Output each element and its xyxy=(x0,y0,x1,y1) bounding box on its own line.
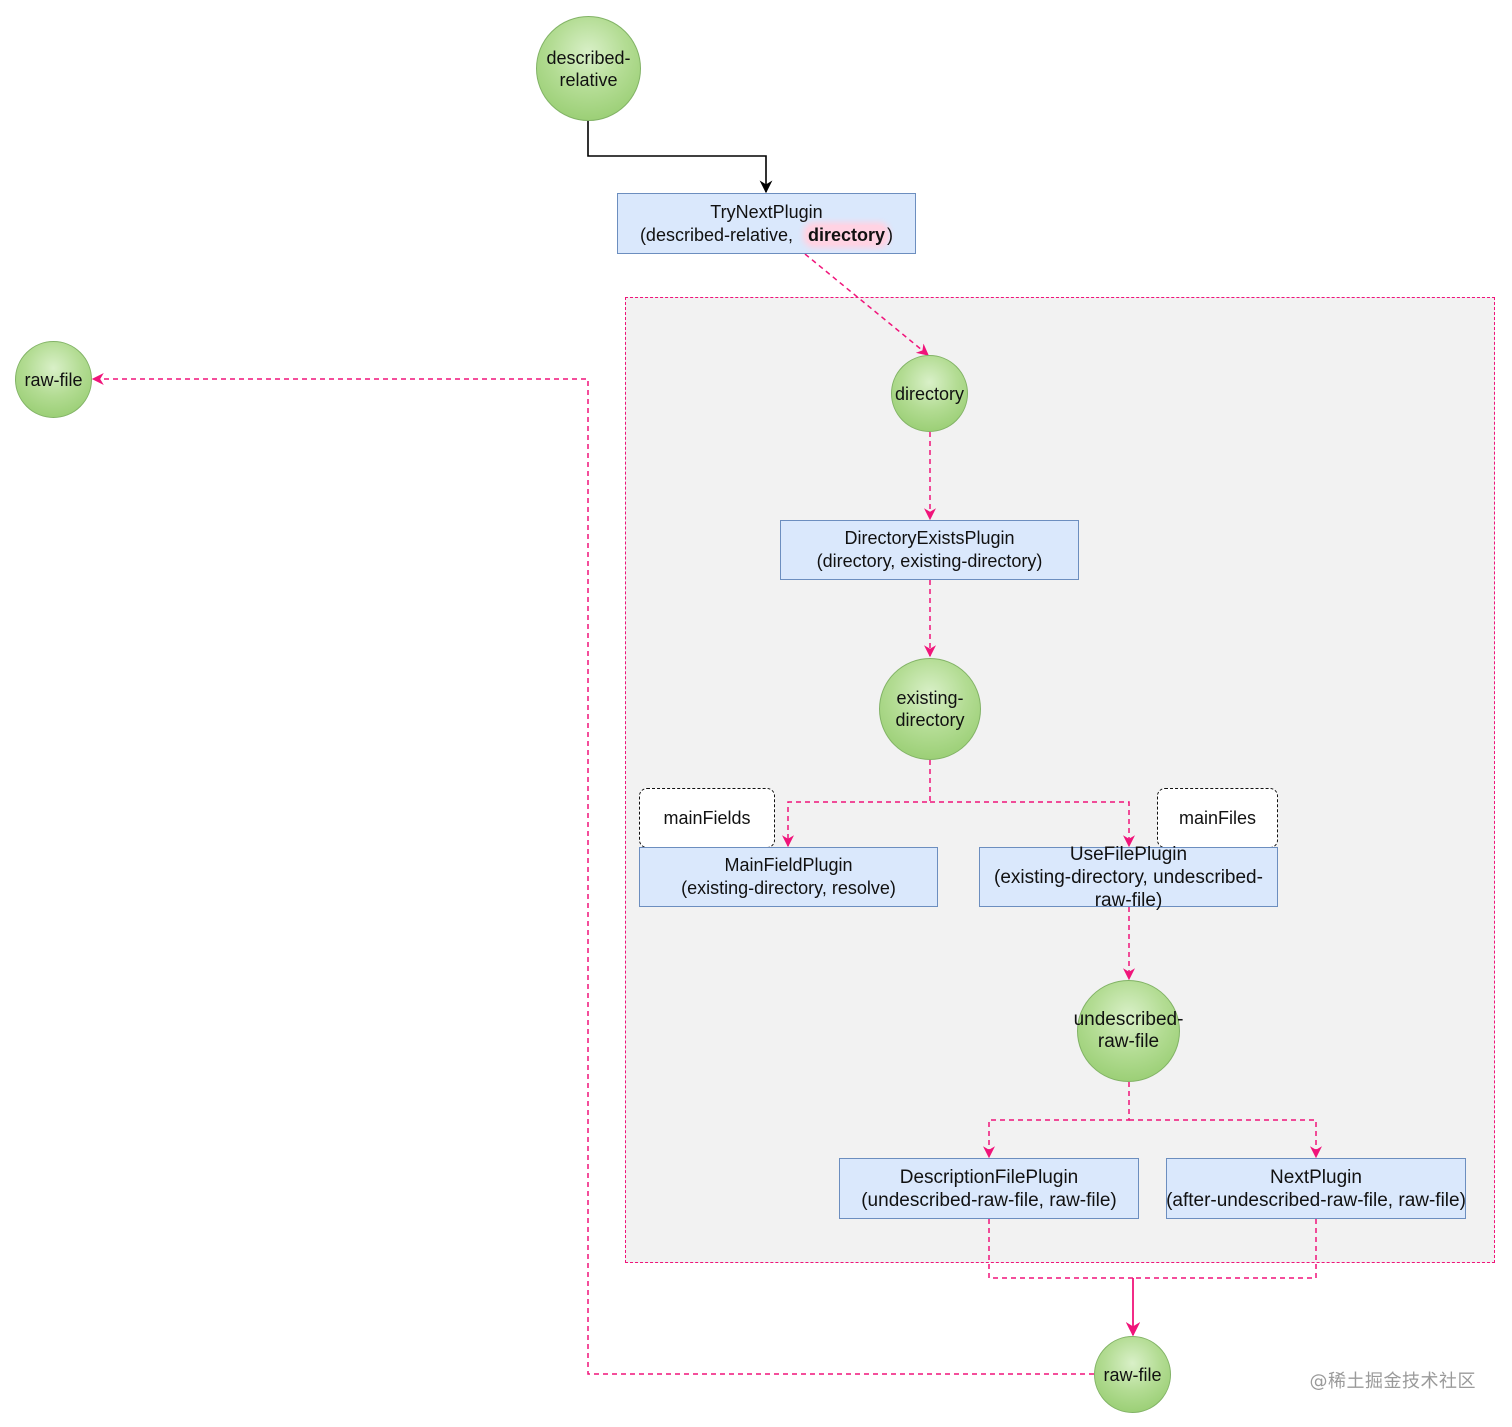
node-label-line: directory xyxy=(895,710,965,730)
node-label: raw-file xyxy=(1103,1364,1162,1385)
node-label-line: (undescribed-raw-file, raw-file) xyxy=(861,1189,1117,1211)
node-label-line: (existing-directory, undescribed- xyxy=(994,866,1263,888)
node-raw-file-left[interactable]: raw-file xyxy=(15,341,92,418)
node-next-plugin[interactable]: NextPlugin (after-undescribed-raw-file, … xyxy=(1166,1158,1466,1219)
node-described-relative[interactable]: described- relative xyxy=(536,16,641,121)
edge-existingdir-to-mainfield xyxy=(782,760,931,848)
node-label-line: relative xyxy=(559,69,618,90)
node-use-file-plugin[interactable]: UseFilePlugin (existing-directory, undes… xyxy=(979,844,1278,911)
note-label: mainFields xyxy=(663,807,751,828)
node-raw-file-bottom[interactable]: raw-file xyxy=(1094,1336,1171,1413)
edge-rawfile-bottom-to-rawfile-left xyxy=(91,373,1094,1375)
edge-described-relative-to-trynext xyxy=(587,120,773,194)
node-label-line: TryNextPlugin xyxy=(710,201,823,222)
node-label-part: ) xyxy=(887,224,894,245)
node-label-part: (described-relative, xyxy=(639,224,793,245)
edge-trynext-to-directory xyxy=(804,253,929,356)
note-main-fields: mainFields xyxy=(639,788,775,848)
node-label: raw-file xyxy=(24,369,83,390)
node-label-line: existing- xyxy=(896,688,964,708)
node-label: directory xyxy=(894,383,965,404)
edge-undescribed-to-nextplugin xyxy=(1129,1119,1322,1159)
node-label-line: raw-file xyxy=(1097,1031,1160,1052)
node-label-line: NextPlugin xyxy=(1270,1166,1362,1188)
directory-group-box xyxy=(625,297,1495,1263)
node-trynext-plugin[interactable]: TryNextPlugin (described-relative, direc… xyxy=(617,193,916,254)
watermark: @稀土掘金技术社区 xyxy=(1309,1371,1476,1392)
note-label: mainFiles xyxy=(1178,807,1257,828)
node-label-line: DirectoryExistsPlugin xyxy=(844,528,1015,548)
edge-undescribed-to-descfile xyxy=(983,1082,1130,1159)
node-label-line: (described-relative, directory) xyxy=(640,224,893,247)
node-existing-directory[interactable]: existing- directory xyxy=(879,658,981,760)
node-label-line: undescribed- xyxy=(1073,1009,1184,1030)
edge-existingdir-to-usefile xyxy=(930,801,1135,848)
edge-nextplugin-merge xyxy=(1133,1219,1317,1279)
node-directory-exists-plugin[interactable]: DirectoryExistsPlugin (directory, existi… xyxy=(780,520,1079,580)
node-label-line: UseFilePlugin xyxy=(1069,843,1188,865)
node-label-line: (existing-directory, resolve) xyxy=(681,878,896,898)
edge-descfile-merge xyxy=(988,1219,1133,1279)
node-label-line: (directory, existing-directory) xyxy=(816,551,1043,571)
node-directory[interactable]: directory xyxy=(891,355,968,432)
highlighted-target: directory xyxy=(806,224,888,245)
node-label-line: (after-undescribed-raw-file, raw-file) xyxy=(1166,1189,1466,1211)
node-label-line: MainFieldPlugin xyxy=(724,855,853,875)
node-label-line: raw-file) xyxy=(1094,889,1163,911)
node-description-file-plugin[interactable]: DescriptionFilePlugin (undescribed-raw-f… xyxy=(839,1158,1139,1219)
node-undescribed-raw-file[interactable]: undescribed- raw-file xyxy=(1074,980,1183,1082)
node-label-line: described- xyxy=(546,47,631,68)
node-label-line: DescriptionFilePlugin xyxy=(899,1166,1079,1188)
node-main-field-plugin[interactable]: MainFieldPlugin (existing-directory, res… xyxy=(639,847,938,907)
note-main-files: mainFiles xyxy=(1157,788,1278,848)
